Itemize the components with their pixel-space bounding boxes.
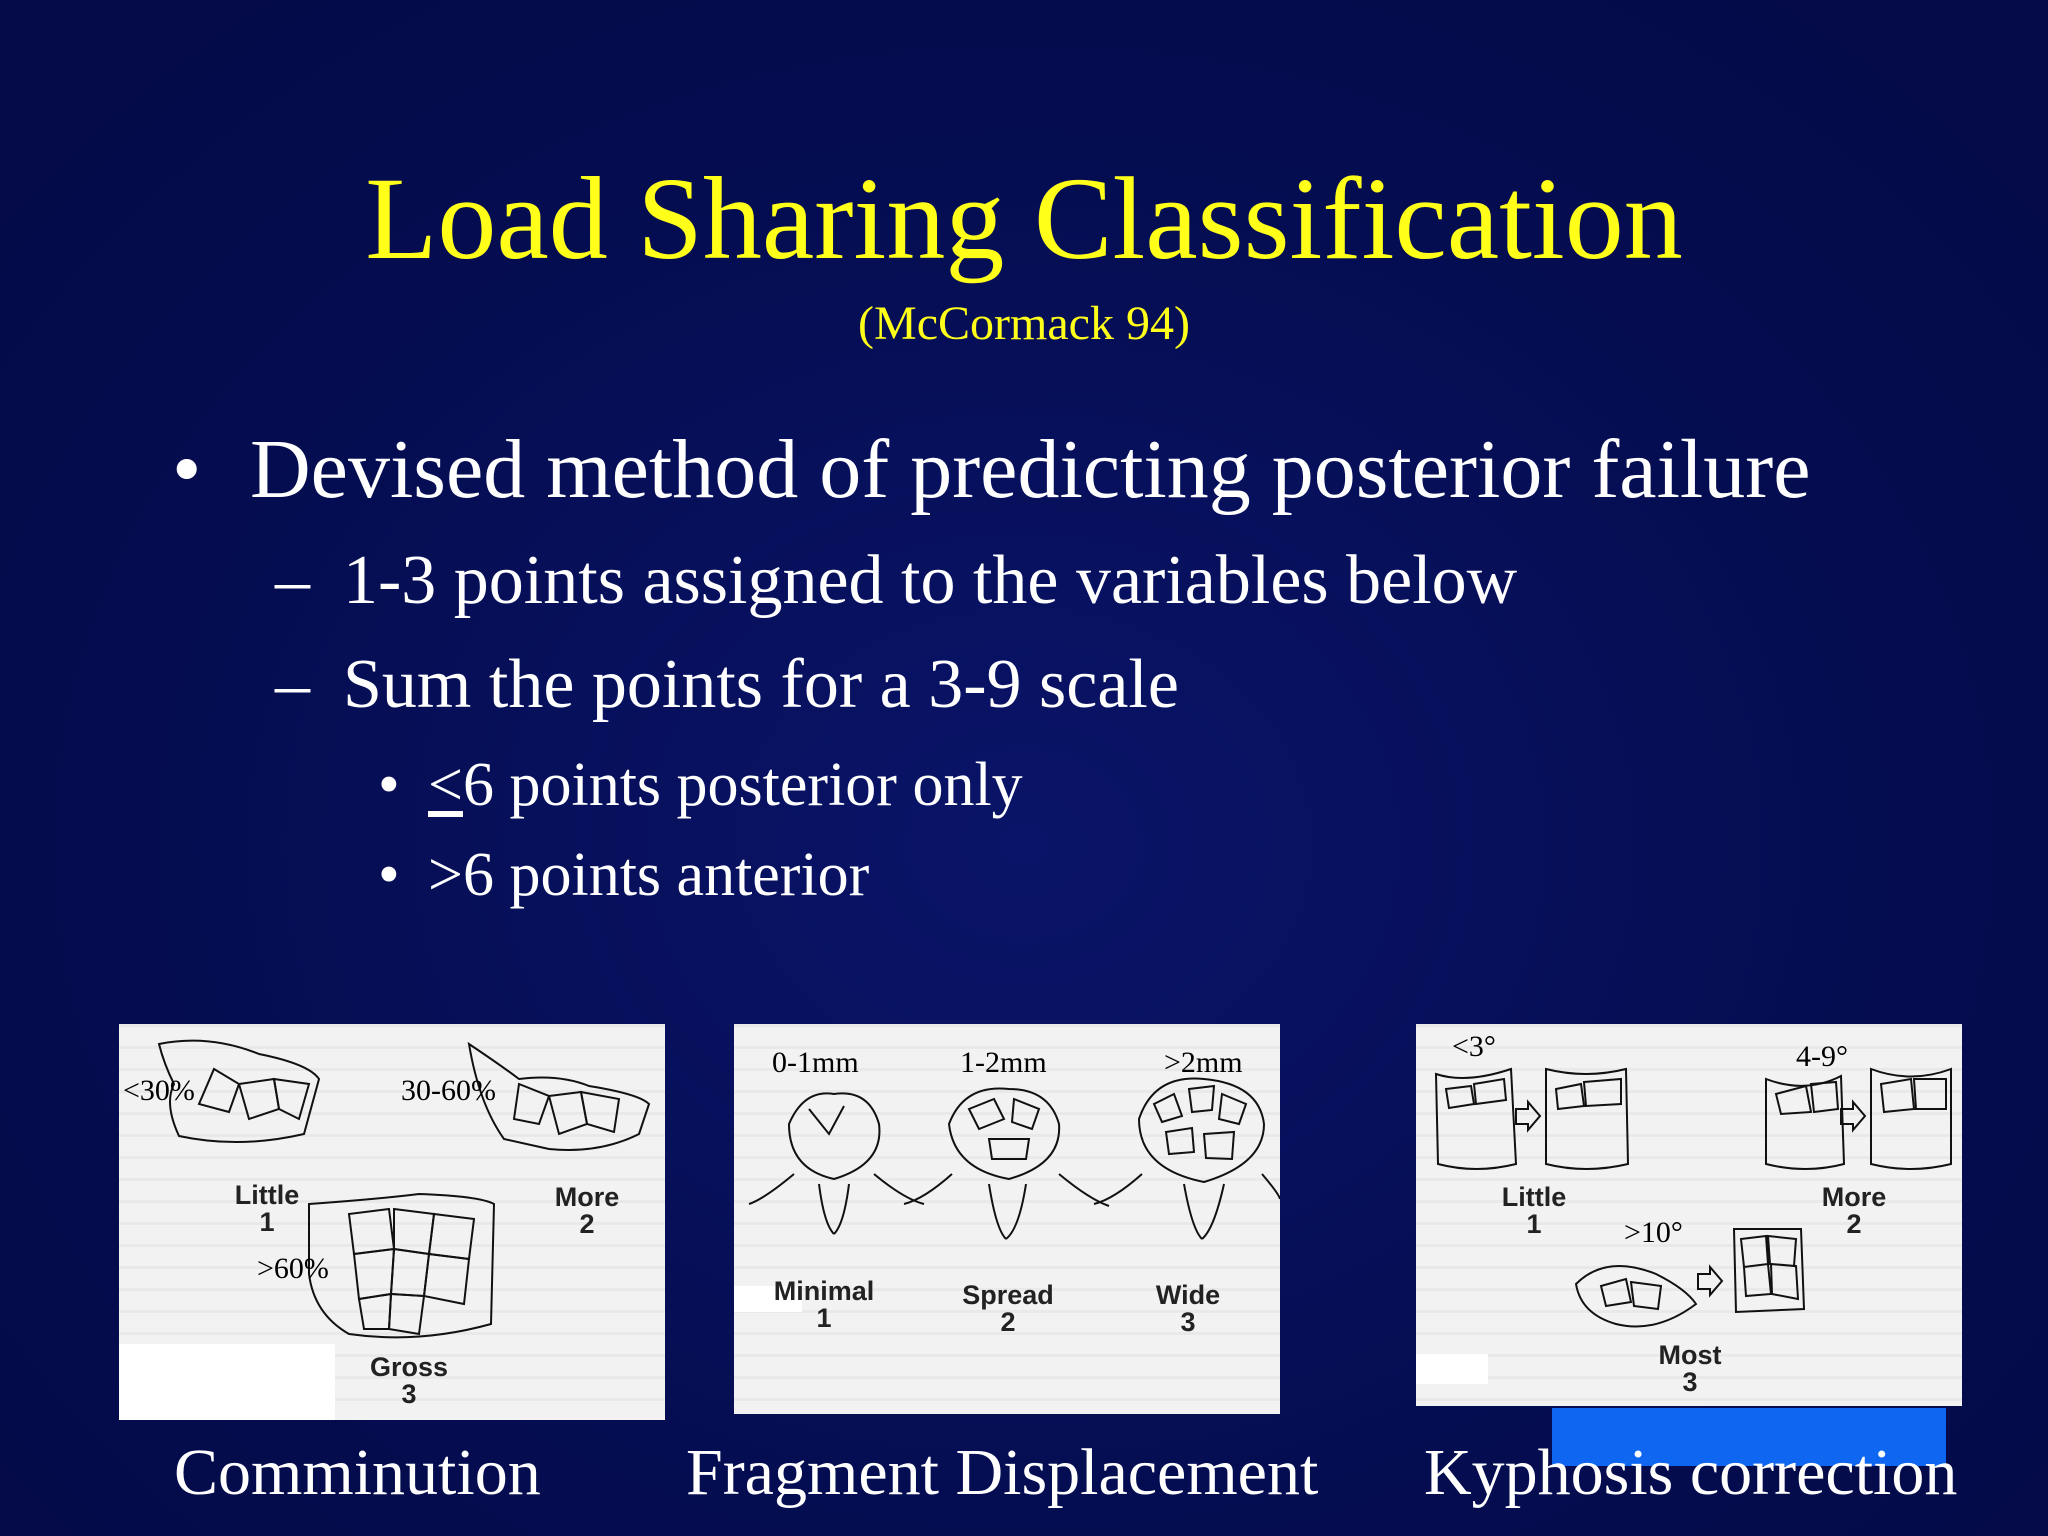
minimal-score: 1 [816, 1303, 832, 1333]
displacement-d3: >2mm [1164, 1046, 1243, 1079]
dash-marker: – [275, 542, 310, 619]
little-score: 1 [259, 1207, 275, 1237]
slide-subtitle: (McCormack 94) [858, 297, 1190, 350]
wide-label: Wide [1155, 1280, 1221, 1310]
displacement-drawing [734, 1077, 1280, 1312]
subbullet-1: –1-3 points assigned to the variables be… [275, 546, 1517, 616]
bullet-dot: • [172, 423, 202, 516]
kyphosis-k1: <3° [1452, 1030, 1496, 1063]
bullet-dot: • [378, 751, 400, 819]
bullet-dot: • [378, 841, 400, 909]
subbullet-2: –Sum the points for a 3-9 scale [275, 650, 1179, 720]
more-label: More [1821, 1182, 1887, 1212]
comminution-pct-high: >60% [257, 1252, 329, 1285]
kyphosis-k3: >10° [1624, 1216, 1683, 1249]
dash-marker: – [275, 646, 310, 723]
most-label: Most [1658, 1340, 1722, 1370]
slide-title: Load Sharing Classification [365, 153, 1683, 284]
spread-label: Spread [962, 1280, 1054, 1310]
comminution-drawing [119, 1039, 651, 1420]
minimal-label: Minimal [773, 1276, 875, 1306]
subsub-2: • >6 points anterior [378, 844, 869, 906]
bullet-main: •Devised method of predicting posterior … [172, 428, 1811, 512]
subsub-1: • <6 points posterior only [378, 754, 1023, 816]
little-label: Little [1501, 1182, 1567, 1212]
wide-score: 3 [1180, 1307, 1196, 1337]
accent-bar [1552, 1408, 1946, 1466]
caption-comminution: Comminution [174, 1436, 541, 1509]
caption-displacement: Fragment Displacement [686, 1436, 1319, 1509]
leq-symbol: < [428, 751, 463, 819]
displacement-d1: 0-1mm [772, 1046, 859, 1079]
more-score: 2 [1846, 1209, 1862, 1239]
more-score: 2 [579, 1209, 595, 1239]
most-score: 3 [1682, 1367, 1698, 1397]
subbullet-1-text: 1-3 points assigned to the variables bel… [343, 542, 1518, 619]
kyphosis-k2: 4-9° [1796, 1040, 1848, 1073]
subsub-2-text: >6 points anterior [428, 841, 870, 909]
kyphosis-drawing [1416, 1067, 1952, 1384]
comminution-pct-low: <30% [123, 1074, 195, 1107]
bullet-main-text: Devised method of predicting posterior f… [250, 423, 1811, 516]
more-label: More [554, 1182, 620, 1212]
comminution-pct-mid: 30-60% [401, 1074, 496, 1107]
displacement-d2: 1-2mm [960, 1046, 1047, 1079]
subsub-1-text: 6 points posterior only [462, 751, 1023, 819]
caption-kyphosis: Kyphosis correction [1424, 1436, 1958, 1509]
subbullet-2-text: Sum the points for a 3-9 scale [343, 646, 1179, 723]
spread-score: 2 [1000, 1307, 1016, 1337]
gross-score: 3 [401, 1379, 417, 1409]
little-score: 1 [1526, 1209, 1542, 1239]
little-label: Little [234, 1180, 300, 1210]
gross-label: Gross [369, 1352, 449, 1382]
